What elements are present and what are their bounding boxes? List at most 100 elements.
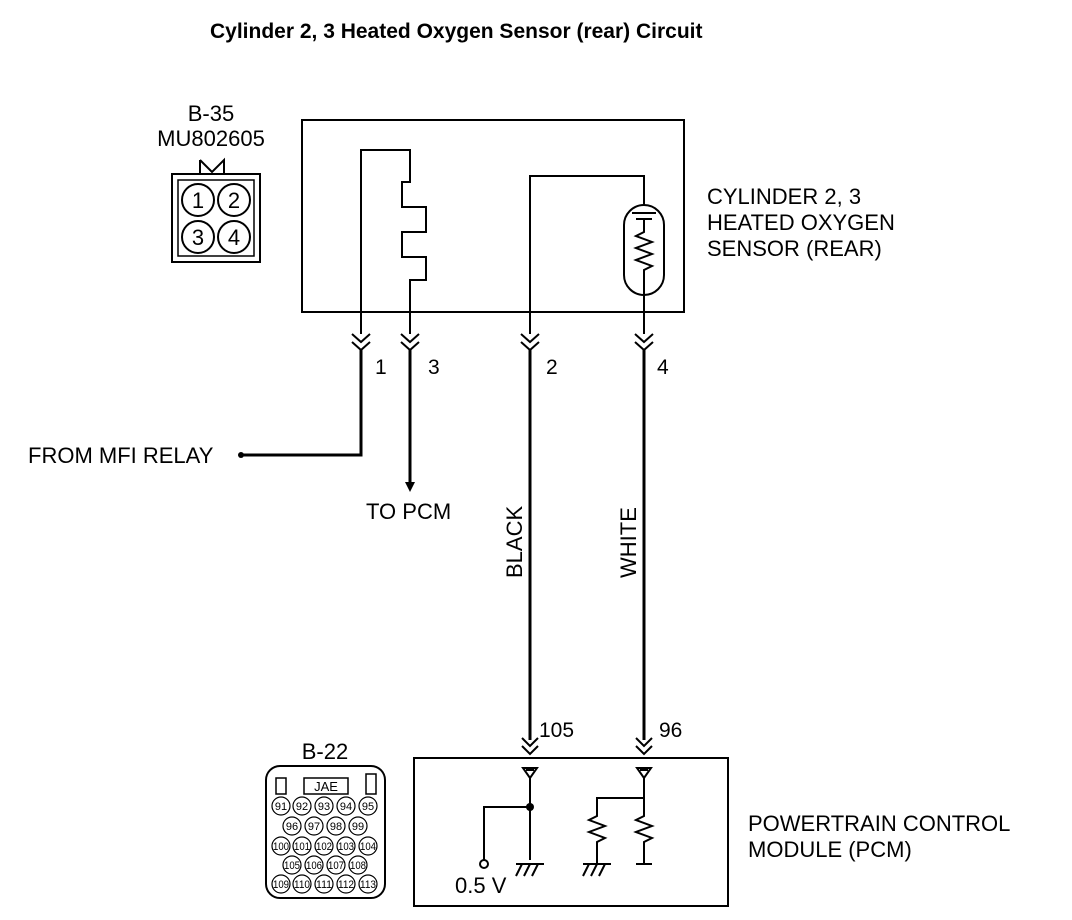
ground-icon <box>515 863 544 877</box>
connector-b22-pin-socket <box>304 855 324 875</box>
wire-pin-1 <box>243 350 363 457</box>
connector-b35-name: B-35 <box>188 101 234 126</box>
wire-color-black: BLACK <box>502 506 527 578</box>
connector-b22-pin-socket <box>292 796 312 816</box>
connector-b22-pin: 106 <box>306 860 322 872</box>
sensor-pin-label: 4 <box>657 356 669 379</box>
connector-b22-pin: 110 <box>294 879 310 891</box>
connector-b22-pin-socket <box>314 836 334 856</box>
connector-b22-pin-socket <box>348 855 368 875</box>
from-mfi-relay-label: FROM MFI RELAY <box>28 443 214 468</box>
connector-b22-pin-socket <box>304 816 324 836</box>
connector-b22-pin-socket <box>271 874 291 894</box>
pcm-terminal-icon <box>521 737 539 756</box>
pcm-input-terminal-icon <box>635 767 653 780</box>
heater-element-icon <box>360 149 427 334</box>
sensor-pin-label: 3 <box>428 356 440 379</box>
connector-b35-pin-3 <box>181 220 215 254</box>
connector-b22-pin: 113 <box>360 879 376 891</box>
pcm-terminal-icon <box>635 737 653 756</box>
connector-b22-pin: 98 <box>330 821 342 833</box>
connector-b35-pin-label: 1 <box>192 188 204 213</box>
connector-b22-pin: 99 <box>352 821 364 833</box>
connector-b22-pin: 109 <box>273 879 289 891</box>
sensor-resistor-icon <box>632 212 656 334</box>
terminal-chevron-icon <box>634 333 654 352</box>
connector-latch-icon <box>199 157 225 174</box>
terminal-chevrons <box>351 333 654 352</box>
pcm-reference-circuit <box>483 778 531 860</box>
connector-b22-pin: 97 <box>308 821 320 833</box>
connector-b22-pin-socket <box>336 796 356 816</box>
connector-b35-pin-label: 3 <box>192 225 204 250</box>
wire-endpoint-dot <box>238 452 244 458</box>
connector-b22-pin-socket <box>271 796 291 816</box>
terminal-chevron-icon <box>400 333 420 352</box>
sensor-housing <box>301 119 685 313</box>
oxygen-sensor: CYLINDER 2, 3 HEATED OXYGEN SENSOR (REAR… <box>301 119 895 334</box>
connector-b35-inner <box>177 179 255 257</box>
connector-b22-name: B-22 <box>302 739 348 764</box>
connector-b22-brand: JAE <box>314 779 338 794</box>
connector-b35-pin-label: 2 <box>228 188 240 213</box>
connector-b22-pin: 96 <box>286 821 298 833</box>
pcm-label-line1: POWERTRAIN CONTROL <box>748 811 1010 836</box>
connector-b35-pin-label: 4 <box>228 225 240 250</box>
connector-b22-pin: 108 <box>350 860 366 872</box>
connector-b22-pin-socket <box>326 855 346 875</box>
connector-b22-pin: 107 <box>328 860 344 872</box>
connector-b22-pin: 100 <box>273 841 289 853</box>
voltage-source-icon <box>479 859 489 869</box>
junction-dot <box>526 803 534 811</box>
connector-b22-pin-socket <box>314 874 334 894</box>
connector-b22-pin-socket <box>292 836 312 856</box>
connector-b22-pin-socket <box>282 855 302 875</box>
connector-b22-pin: 105 <box>284 860 300 872</box>
connector-b22-pin: 93 <box>318 801 330 813</box>
pcm-module: 0.5 V POWERTRAIN CONTROL MODULE (PCM) <box>413 757 1010 907</box>
arrow-down-icon <box>405 482 415 492</box>
sensor-signal-wire <box>529 175 645 334</box>
connector-b22-pin: 111 <box>316 879 332 891</box>
pcm-label-line2: MODULE (PCM) <box>748 837 912 862</box>
connector-b22-pin-socket <box>271 836 291 856</box>
terminal-chevron-icon <box>520 333 540 352</box>
connector-b35-pin-1 <box>181 183 215 217</box>
sensor-label-line1: CYLINDER 2, 3 <box>707 184 861 209</box>
terminal-chevron-icon <box>351 333 371 352</box>
connector-b22: B-22 JAE 91 92 93 94 95 96 97 98 99 100 … <box>265 739 386 899</box>
connector-b22-pin: 95 <box>362 801 374 813</box>
connector-b22-key <box>275 777 287 795</box>
connector-b22-pin: 101 <box>294 841 310 853</box>
connector-b22-pin: 91 <box>275 801 287 813</box>
reference-voltage-label: 0.5 V <box>455 873 507 898</box>
connector-b22-pin-socket <box>336 874 356 894</box>
ground-icon <box>582 863 611 877</box>
connector-b22-pin-socket <box>358 796 378 816</box>
to-pcm-label: TO PCM <box>366 499 451 524</box>
sensor-pin-label: 1 <box>375 356 387 379</box>
connector-b22-key <box>365 773 377 795</box>
connector-b35-part-number: MU802605 <box>157 126 265 151</box>
connector-b35: B-35 MU802605 1 2 3 4 <box>157 101 265 263</box>
pcm-input-terminal-icon <box>521 767 539 780</box>
connector-b35-pin-4 <box>217 220 251 254</box>
connector-b22-pin: 94 <box>340 801 352 813</box>
connector-b22-pin: 92 <box>296 801 308 813</box>
connector-b22-pin-socket <box>348 816 368 836</box>
connector-b22-body <box>265 765 386 899</box>
pcm-resistor-icon <box>633 778 655 865</box>
connector-b35-body <box>171 173 261 263</box>
connector-b22-pin-socket <box>358 836 378 856</box>
sensor-pin-label: 2 <box>546 356 558 379</box>
sensor-label-line2: HEATED OXYGEN <box>707 210 895 235</box>
connector-b22-pin-socket <box>358 874 378 894</box>
pcm-pin-105-label: 105 <box>539 719 574 742</box>
connector-b22-pin-socket <box>314 796 334 816</box>
sensor-label-line3: SENSOR (REAR) <box>707 236 882 261</box>
pcm-pin-96-label: 96 <box>659 719 682 742</box>
connector-b22-pin-socket <box>282 816 302 836</box>
connector-b22-pin-socket <box>336 836 356 856</box>
connector-b22-pin: 102 <box>316 841 332 853</box>
